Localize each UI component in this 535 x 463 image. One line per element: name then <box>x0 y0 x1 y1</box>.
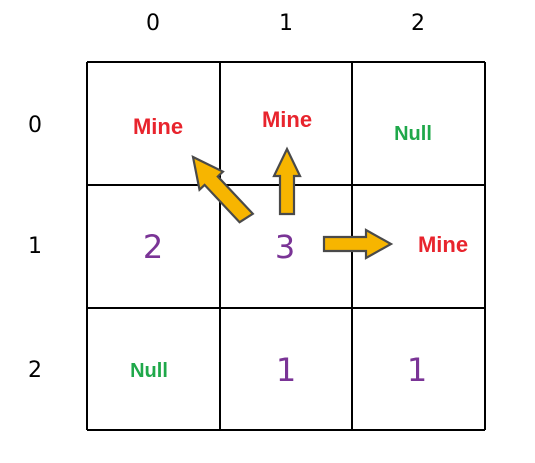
arrow-up-left-icon <box>191 155 255 224</box>
cell-0-0: Mine <box>133 114 183 139</box>
column-header-2: 2 <box>411 11 425 36</box>
cell-1-2: Mine <box>418 232 468 257</box>
cell-2-1: 1 <box>276 351 296 389</box>
cell-1-1: 3 <box>275 228 295 266</box>
arrow-right-icon <box>322 228 394 260</box>
cell-0-1: Mine <box>262 107 312 132</box>
column-header-0: 0 <box>146 11 160 36</box>
arrow-up-icon <box>272 146 302 216</box>
cell-2-0: Null <box>130 360 168 382</box>
row-header-0: 0 <box>28 113 42 138</box>
row-header-2: 2 <box>28 358 42 383</box>
cell-0-2: Null <box>394 123 432 145</box>
grid <box>86 61 486 431</box>
cell-1-0: 2 <box>143 228 163 266</box>
column-header-1: 1 <box>279 11 293 36</box>
row-header-1: 1 <box>28 234 42 259</box>
cell-2-2: 1 <box>407 351 427 389</box>
